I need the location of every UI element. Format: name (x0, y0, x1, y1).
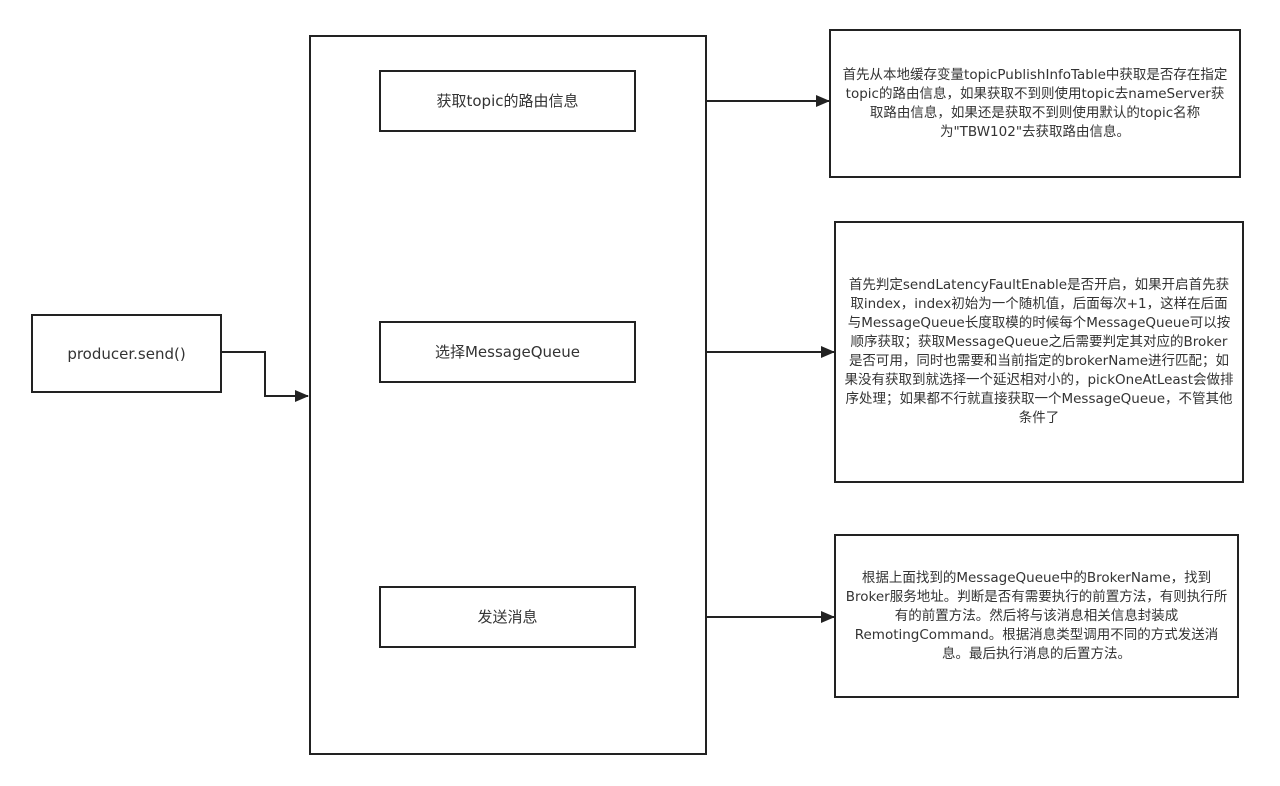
step-send-message-label: 发送消息 (477, 608, 538, 626)
step-select-queue-box: 选择MessageQueue (379, 321, 636, 383)
note-send-message-text: 根据上面找到的MessageQueue中的BrokerName，找到Broker… (845, 569, 1228, 662)
step-get-route-label: 获取topic的路由信息 (436, 92, 579, 110)
note-select-queue-text: 首先判定sendLatencyFaultEnable是否开启，如果开启首先获取i… (844, 277, 1234, 426)
note-get-route-text: 首先从本地缓存变量topicPublishInfoTable中获取是否存在指定t… (842, 66, 1228, 140)
step-get-route-box: 获取topic的路由信息 (379, 70, 636, 132)
entry-box: producer.send() (31, 314, 222, 393)
note-select-queue: 首先判定sendLatencyFaultEnable是否开启，如果开启首先获取i… (834, 221, 1244, 483)
note-send-message: 根据上面找到的MessageQueue中的BrokerName，找到Broker… (834, 534, 1239, 698)
arrow-entry-to-container (222, 351, 309, 402)
step-select-queue-label: 选择MessageQueue (434, 343, 581, 361)
note-get-route: 首先从本地缓存变量topicPublishInfoTable中获取是否存在指定t… (829, 29, 1241, 178)
entry-label: producer.send() (67, 344, 186, 363)
step-send-message-box: 发送消息 (379, 586, 636, 648)
